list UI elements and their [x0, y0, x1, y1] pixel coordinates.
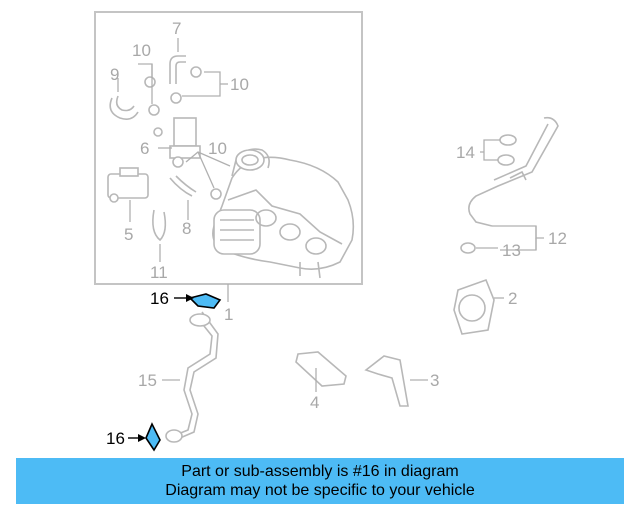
clamp-part-10-mid	[172, 151, 231, 200]
callout-8: 8	[182, 219, 191, 238]
solenoid-part-5	[107, 167, 149, 222]
callout-2: 2	[508, 289, 517, 308]
arrow-16-bottom	[128, 434, 146, 442]
oil-return-line-part-15	[162, 311, 219, 443]
callout-14: 14	[456, 143, 475, 162]
hose-part-8	[169, 175, 197, 220]
hose-part-7	[169, 38, 186, 84]
bracket-part-4	[295, 351, 347, 392]
callout-10-top: 10	[132, 41, 151, 60]
callout-12: 12	[548, 229, 567, 248]
callout-9: 9	[110, 65, 119, 84]
callout-7: 7	[172, 19, 181, 38]
turbocharger-drawing	[212, 148, 355, 279]
callout-16-top: 16	[150, 289, 169, 308]
callout-4: 4	[310, 393, 319, 412]
callout-10-right: 10	[230, 75, 249, 94]
hose-part-9	[109, 78, 139, 120]
callout-1: 1	[224, 305, 233, 324]
valve-part-6	[153, 117, 201, 159]
bracket-part-3	[364, 355, 428, 407]
hose-part-11	[152, 209, 167, 262]
washers-part-14	[480, 134, 517, 166]
gasket-part-16-bottom[interactable]	[145, 422, 161, 452]
gasket-part-16-top[interactable]	[188, 293, 222, 309]
banner-line-disclaimer: Diagram may not be specific to your vehi…	[165, 482, 475, 499]
callout-16-bottom: 16	[106, 429, 125, 448]
callout-10-mid: 10	[208, 139, 227, 158]
info-banner: Part or sub-assembly is #16 in diagram D…	[16, 458, 624, 504]
arrow-16-top	[174, 294, 194, 302]
clamp-parts-10-top	[138, 63, 228, 116]
banner-line-part: Part or sub-assembly is #16 in diagram	[181, 463, 459, 480]
callout-3: 3	[430, 371, 439, 390]
callout-11: 11	[150, 263, 168, 282]
callout-15: 15	[138, 371, 157, 390]
washer-part-13	[460, 242, 498, 254]
gasket-part-2	[453, 278, 504, 335]
callout-13: 13	[502, 241, 521, 260]
callout-6: 6	[140, 139, 149, 158]
oil-line-part-12	[468, 116, 559, 251]
callout-5: 5	[124, 225, 133, 244]
